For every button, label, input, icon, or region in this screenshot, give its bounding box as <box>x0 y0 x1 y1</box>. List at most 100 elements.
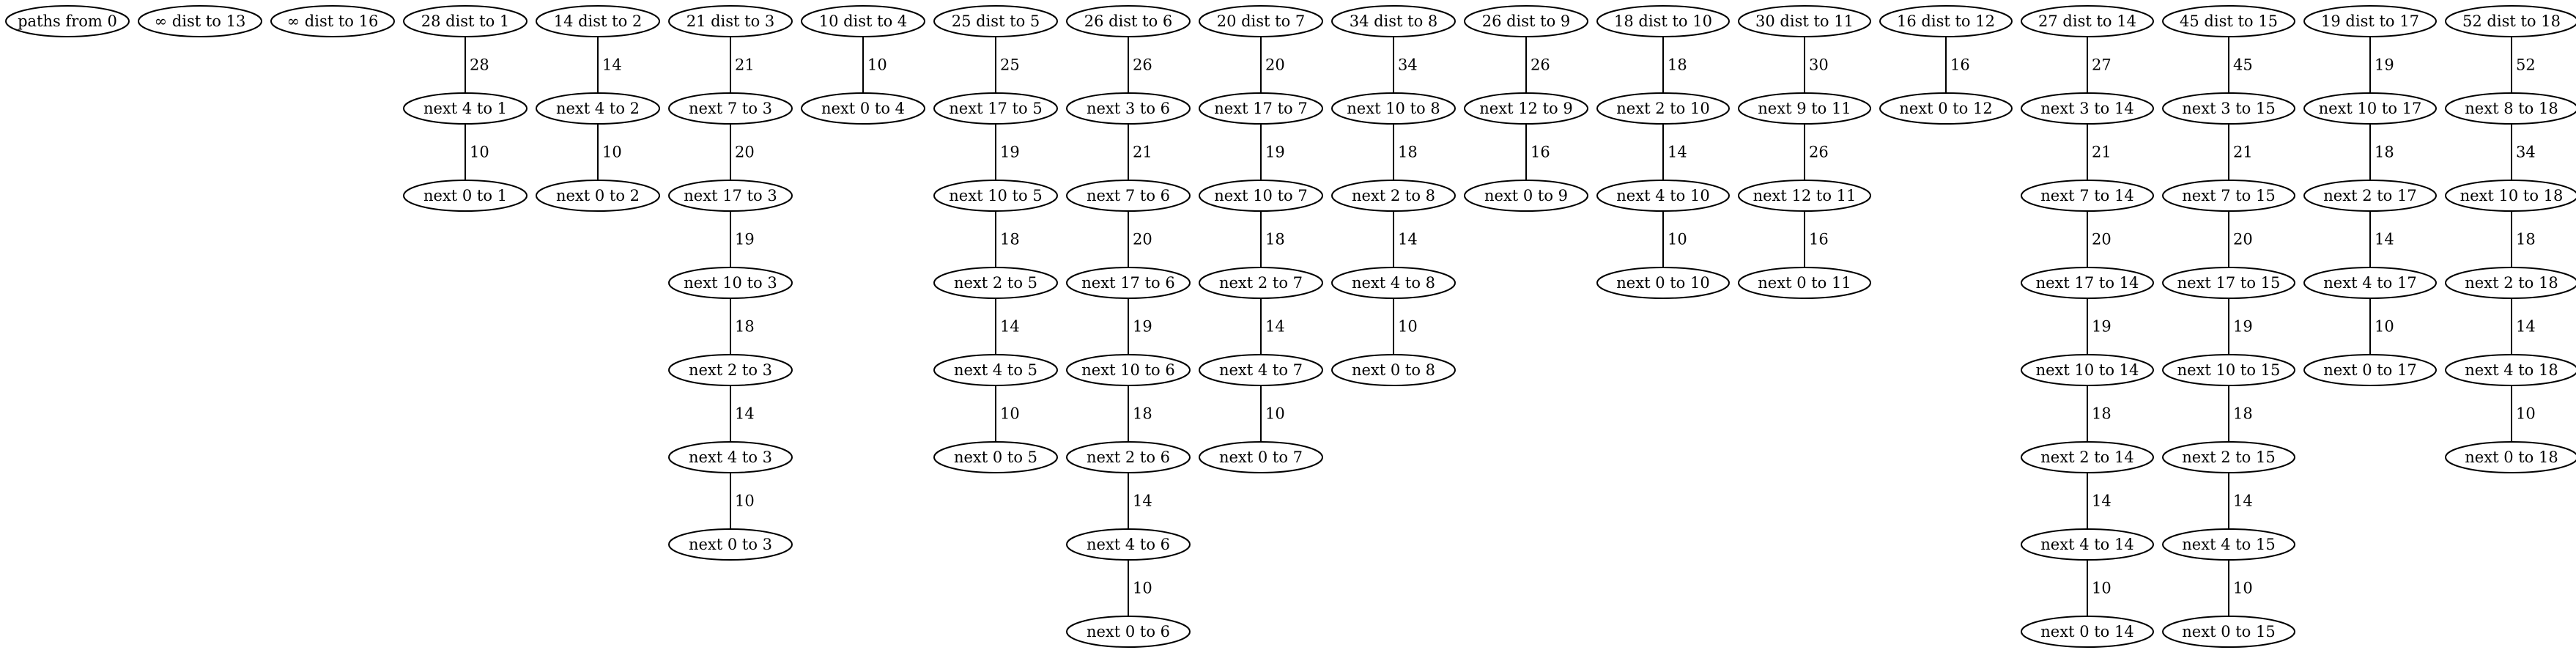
node-label: next 2 to 10 <box>1616 100 1709 117</box>
edge-weight-label: 16 <box>1950 56 1970 74</box>
node-label: next 10 to 15 <box>2177 361 2281 379</box>
node-ellipse <box>1066 441 1191 473</box>
graph-node: next 12 to 9 <box>1464 92 1588 125</box>
node-ellipse <box>2021 354 2154 386</box>
edge-weight-label: 10 <box>2375 318 2394 336</box>
node-ellipse <box>1331 5 1456 37</box>
graph-node: next 10 to 17 <box>2303 92 2437 125</box>
graph-node: next 10 to 14 <box>2021 354 2154 386</box>
graph-node: next 2 to 15 <box>2162 441 2295 473</box>
node-ellipse <box>1879 5 2013 37</box>
edge-weight-label: 10 <box>1000 405 1020 423</box>
graph-node: next 4 to 5 <box>933 354 1058 386</box>
node-ellipse <box>1331 354 1456 386</box>
node-label: next 17 to 14 <box>2036 274 2139 292</box>
node-ellipse <box>1066 267 1191 299</box>
node-label: 14 dist to 2 <box>554 12 643 30</box>
node-label: next 0 to 14 <box>2040 623 2133 640</box>
node-ellipse <box>403 92 528 125</box>
node-label: next 10 to 6 <box>1081 361 1174 379</box>
node-ellipse <box>2445 354 2576 386</box>
graph-node: next 4 to 2 <box>536 92 660 125</box>
graph-node: next 12 to 11 <box>1738 180 1871 212</box>
edge-weight-label: 14 <box>602 56 622 74</box>
node-ellipse <box>668 441 793 473</box>
node-label: 52 dist to 18 <box>2462 12 2561 30</box>
graph-node: 26 dist to 9 <box>1464 5 1588 37</box>
node-ellipse <box>2162 267 2295 299</box>
node-ellipse <box>270 5 395 37</box>
graph-node: next 9 to 11 <box>1738 92 1871 125</box>
node-label: 26 dist to 6 <box>1084 12 1173 30</box>
graph-node: next 0 to 18 <box>2445 441 2576 473</box>
graph-node: next 4 to 1 <box>403 92 528 125</box>
edge-weight-label: 27 <box>2092 56 2111 74</box>
graph-node: 28 dist to 1 <box>403 5 528 37</box>
node-label: next 4 to 7 <box>1219 361 1303 379</box>
node-label: next 2 to 14 <box>2040 448 2133 466</box>
graph-node: next 4 to 17 <box>2303 267 2437 299</box>
graph-node: 10 dist to 4 <box>801 5 925 37</box>
node-label: 27 dist to 14 <box>2038 12 2136 30</box>
edge-weight-label: 18 <box>1668 56 1687 74</box>
node-ellipse <box>2162 92 2295 125</box>
node-ellipse <box>536 180 660 212</box>
node-label: next 12 to 11 <box>1753 187 1857 204</box>
node-label: 25 dist to 5 <box>952 12 1040 30</box>
node-label: next 4 to 2 <box>556 100 640 117</box>
node-ellipse <box>933 92 1058 125</box>
edge-weight-label: 14 <box>1265 318 1285 336</box>
edge-weight-label: 10 <box>2092 580 2111 597</box>
node-ellipse <box>536 92 660 125</box>
node-label: next 0 to 11 <box>1758 274 1851 292</box>
node-ellipse <box>1596 5 1730 37</box>
edge-weight-label: 10 <box>1668 231 1687 248</box>
node-ellipse <box>1596 180 1730 212</box>
node-ellipse <box>403 5 528 37</box>
node-ellipse <box>2162 528 2295 561</box>
node-label: 30 dist to 11 <box>1755 12 1854 30</box>
path-chain: 14 10 14 dist to 2 next 4 to 2 next 0 to 2 <box>536 5 660 212</box>
node-label: next 10 to 5 <box>949 187 1042 204</box>
graph-node: next 0 to 2 <box>536 180 660 212</box>
node-label: next 3 to 14 <box>2040 100 2133 117</box>
node-ellipse <box>536 5 660 37</box>
graph-node: next 10 to 6 <box>1066 354 1191 386</box>
graph-node: next 0 to 4 <box>801 92 925 125</box>
edge-weight-label: 20 <box>735 144 755 161</box>
graph-node: next 3 to 14 <box>2021 92 2154 125</box>
graph-node: ∞ dist to 16 <box>270 5 395 37</box>
node-ellipse <box>1199 441 1323 473</box>
node-label: ∞ dist to 13 <box>155 12 246 30</box>
graph-node: next 4 to 3 <box>668 441 793 473</box>
node-label: next 7 to 14 <box>2040 187 2133 204</box>
graph-node: next 7 to 6 <box>1066 180 1191 212</box>
node-label: next 3 to 15 <box>2182 100 2275 117</box>
graph-node: next 17 to 6 <box>1066 267 1191 299</box>
node-label: next 2 to 8 <box>1352 187 1435 204</box>
node-label: next 2 to 15 <box>2182 448 2275 466</box>
node-ellipse <box>2162 5 2295 37</box>
graph-node: next 3 to 6 <box>1066 92 1191 125</box>
node-label: next 4 to 8 <box>1352 274 1435 292</box>
graph-node: next 0 to 17 <box>2303 354 2437 386</box>
node-label: next 2 to 18 <box>2465 274 2558 292</box>
node-label: 18 dist to 10 <box>1614 12 1712 30</box>
graph-node: next 17 to 3 <box>668 180 793 212</box>
node-ellipse <box>2303 92 2437 125</box>
edge-weight-label: 10 <box>602 144 622 161</box>
edge-weight-label: 10 <box>2233 580 2253 597</box>
node-label: next 10 to 3 <box>684 274 777 292</box>
graph-node: next 2 to 5 <box>933 267 1058 299</box>
graph-node: 26 dist to 6 <box>1066 5 1191 37</box>
node-label: next 0 to 4 <box>821 100 905 117</box>
node-ellipse <box>1596 92 1730 125</box>
node-label: next 0 to 6 <box>1087 623 1170 640</box>
node-label: next 8 to 18 <box>2465 100 2558 117</box>
node-ellipse <box>1199 267 1323 299</box>
